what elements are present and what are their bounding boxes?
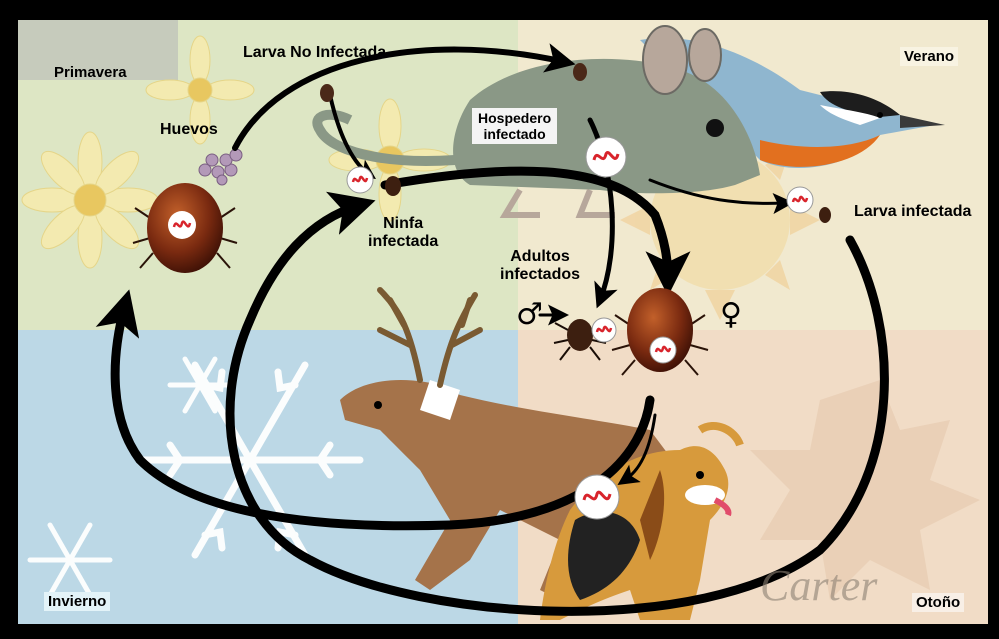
label-adultos-infectados: Adultos infectados	[500, 248, 580, 285]
season-label-spring: Primavera	[50, 63, 131, 82]
label-adultos-line2: infectados	[500, 266, 580, 284]
season-label-winter: Invierno	[44, 592, 110, 611]
label-hospedero-line2: infectado	[478, 126, 551, 142]
label-ninfa-line1: Ninfa	[368, 215, 438, 233]
season-label-summer: Verano	[900, 47, 958, 66]
label-adultos-line1: Adultos	[500, 248, 580, 266]
label-hospedero-line1: Hospedero	[478, 110, 551, 126]
label-hospedero-infectado: Hospedero infectado	[472, 108, 557, 144]
signature: Carter	[760, 561, 878, 610]
label-larva-no-infectada: Larva No Infectada	[243, 44, 386, 62]
tick-icon	[573, 63, 587, 81]
male-symbol: ♂	[516, 300, 543, 330]
label-huevos: Huevos	[160, 121, 218, 139]
label-larva-infectada: Larva infectada	[854, 203, 971, 221]
tick-icon	[320, 84, 334, 102]
tick-icon	[819, 207, 831, 223]
season-label-autumn: Otoño	[912, 593, 964, 612]
label-ninfa-infectada: Ninfa infectada	[368, 215, 438, 252]
tick-icon	[385, 176, 401, 196]
female-symbol: ♀	[720, 300, 742, 330]
label-ninfa-line2: infectada	[368, 233, 438, 251]
